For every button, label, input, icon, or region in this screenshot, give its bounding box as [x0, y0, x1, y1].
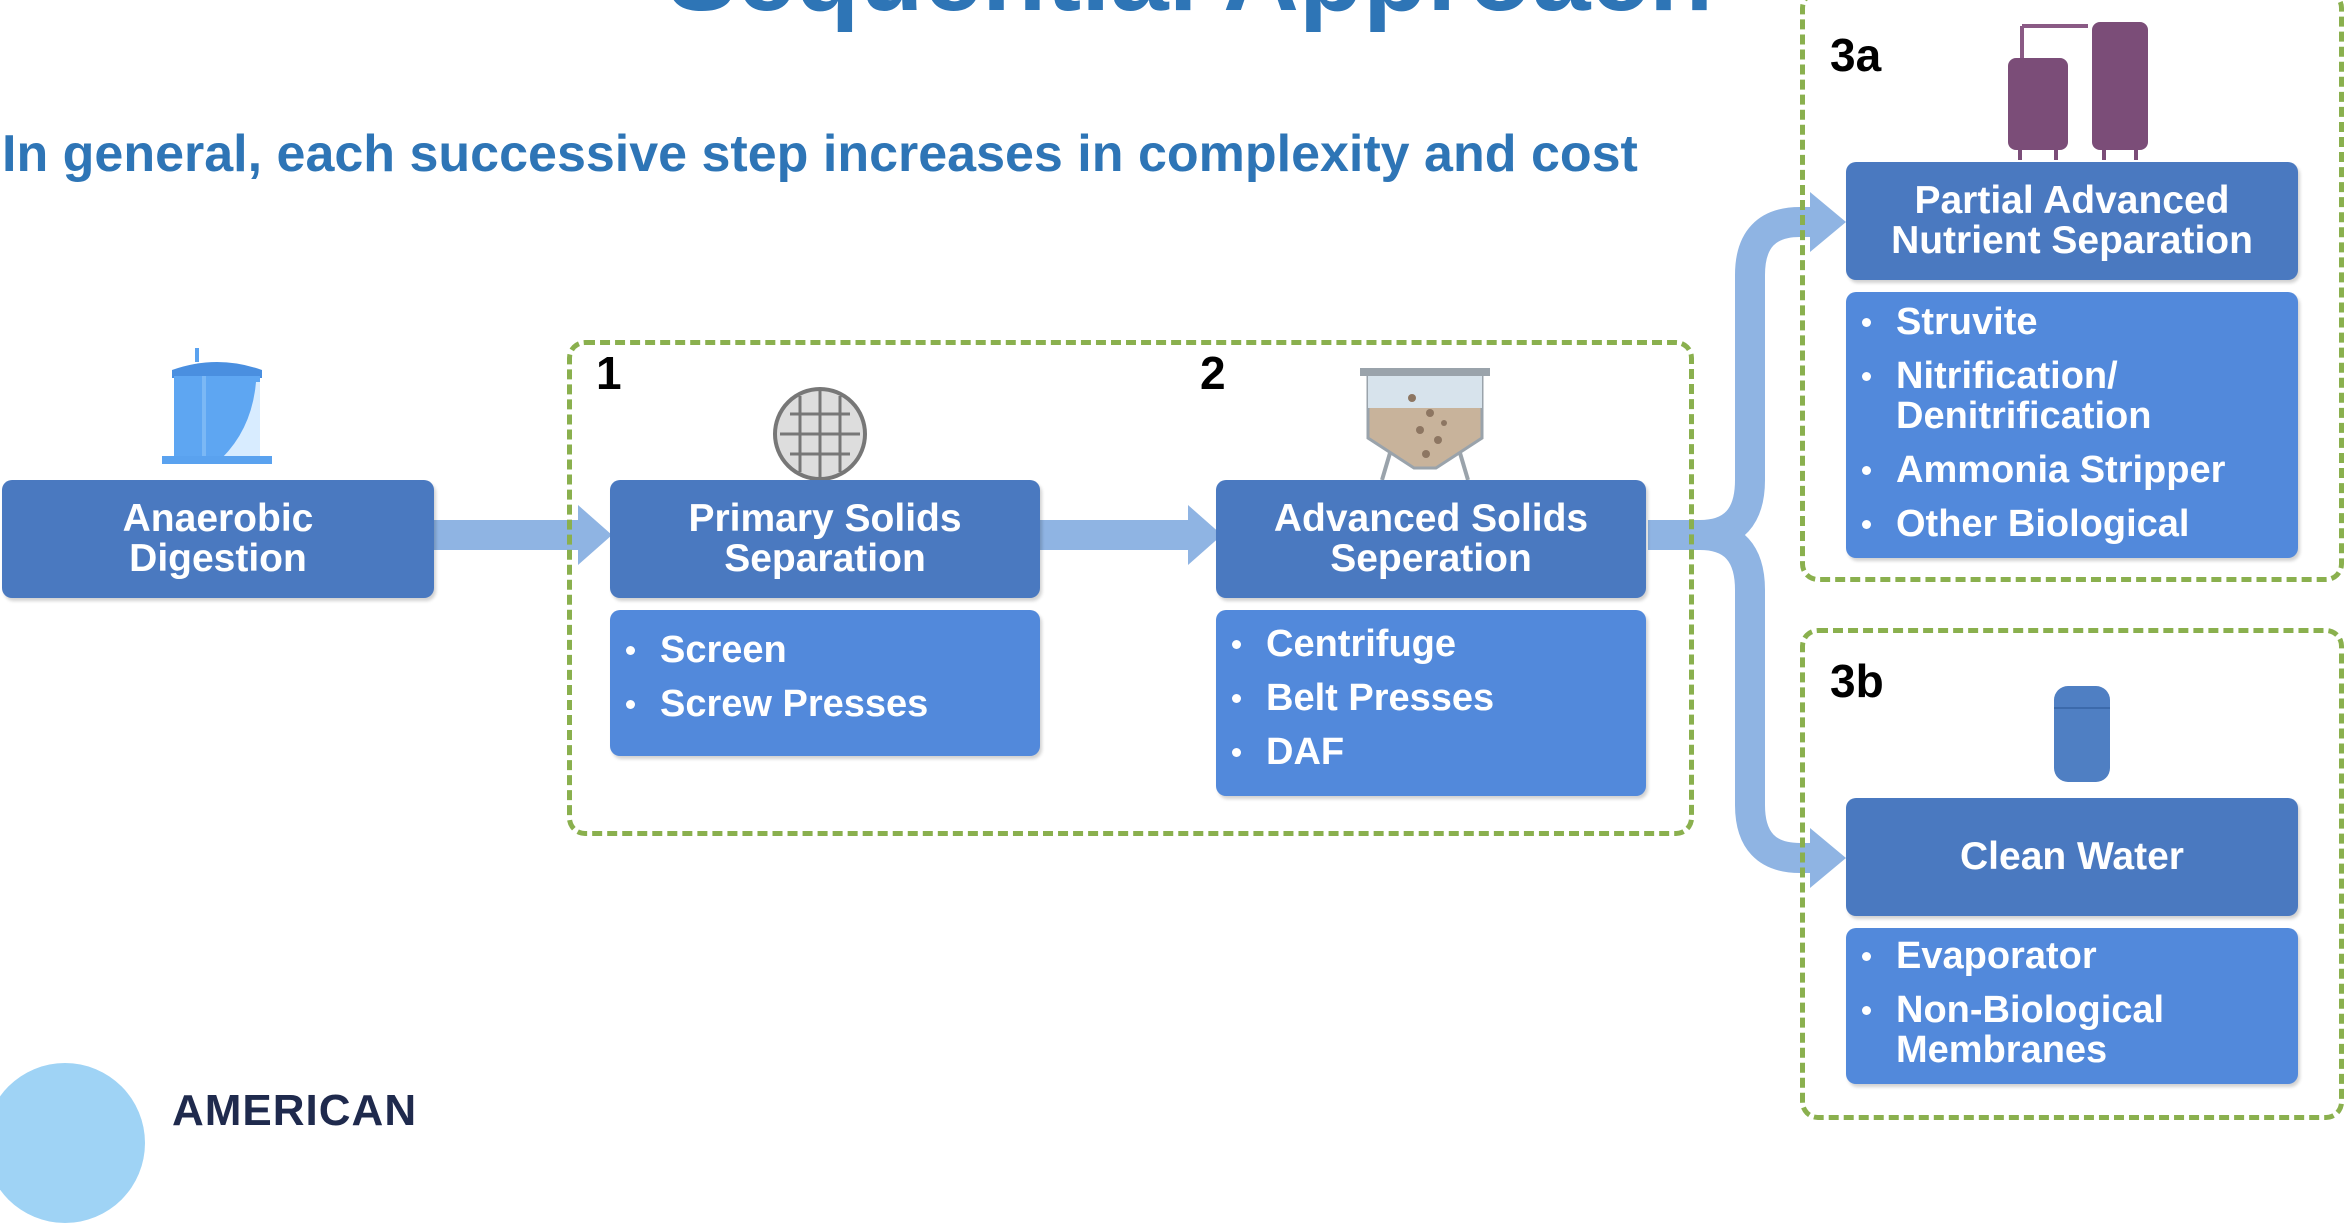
storage-tanks-icon — [2008, 22, 2148, 160]
partial-label-line1: Partial Advanced — [1914, 179, 2230, 222]
arrow-shaft-2 — [1040, 520, 1194, 550]
clean-label-line1: Clean Water — [1960, 835, 2184, 878]
group-box-3b — [1800, 628, 2344, 1120]
screen-mesh-icon — [773, 387, 867, 481]
primary-solids-list: Screen Screw Presses — [610, 610, 1040, 756]
advanced-label-line2: Seperation — [1330, 537, 1532, 580]
partial-label-line2: Nutrient Separation — [1891, 219, 2253, 262]
list-item: Other Biological — [1846, 504, 2298, 544]
list-item: Screw Presses — [610, 684, 1040, 724]
clean-water-box: Clean Water — [1846, 798, 2298, 916]
list-item: Struvite — [1846, 302, 2298, 342]
water-cylinder-icon — [2054, 686, 2110, 782]
partial-nutrient-box: Partial Advanced Nutrient Separation — [1846, 162, 2298, 280]
clean-water-list: Evaporator Non-Biological Membranes — [1846, 928, 2298, 1084]
slide-subtitle: In general, each successive step increas… — [2, 125, 1638, 183]
advanced-solids-box: Advanced Solids Seperation — [1216, 480, 1646, 598]
advanced-label-line1: Advanced Solids — [1273, 497, 1589, 540]
arrow-shaft-1 — [434, 520, 584, 550]
arrow-head-3a — [1810, 192, 1846, 252]
list-item: Non-Biological Membranes — [1846, 990, 2298, 1070]
step-number-3b: 3b — [1830, 655, 1884, 707]
list-item: Evaporator — [1846, 936, 2298, 976]
arrow-head-3b — [1810, 828, 1846, 888]
advanced-solids-list: Centrifuge Belt Presses DAF — [1216, 610, 1646, 796]
step-number-3a: 3a — [1830, 29, 1882, 81]
step-number-2: 2 — [1200, 347, 1226, 399]
list-item: DAF — [1216, 732, 1646, 772]
group-box-1-2 — [567, 340, 1694, 836]
list-item: Centrifuge — [1216, 624, 1646, 664]
arrow-split-down — [1699, 520, 1814, 873]
digester-tank-icon — [162, 348, 272, 464]
flow-arrows — [434, 192, 1846, 888]
list-item: Screen — [610, 630, 1040, 670]
arrow-head-1 — [578, 505, 612, 565]
anaerobic-label-line1: Anaerobic — [122, 497, 314, 540]
partial-nutrient-list: Struvite Nitrification/ Denitrification … — [1846, 292, 2298, 558]
anaerobic-digestion-box: Anaerobic Digestion — [2, 480, 434, 598]
slide-title: Sequential Approach — [600, 0, 1780, 27]
step-number-1: 1 — [596, 347, 622, 399]
primary-label-line1: Primary Solids — [688, 497, 962, 540]
arrow-head-2 — [1188, 505, 1222, 565]
primary-label-line2: Separation — [724, 537, 926, 580]
logo-text: AMERICAN — [172, 1086, 418, 1135]
primary-solids-box: Primary Solids Separation — [610, 480, 1040, 598]
anaerobic-label-line2: Digestion — [129, 537, 307, 580]
settling-tank-icon — [1360, 368, 1490, 480]
list-item: Ammonia Stripper — [1846, 450, 2298, 490]
list-item: Belt Presses — [1216, 678, 1646, 718]
list-item: Nitrification/ Denitrification — [1846, 356, 2298, 436]
group-box-3a — [1800, 0, 2344, 582]
